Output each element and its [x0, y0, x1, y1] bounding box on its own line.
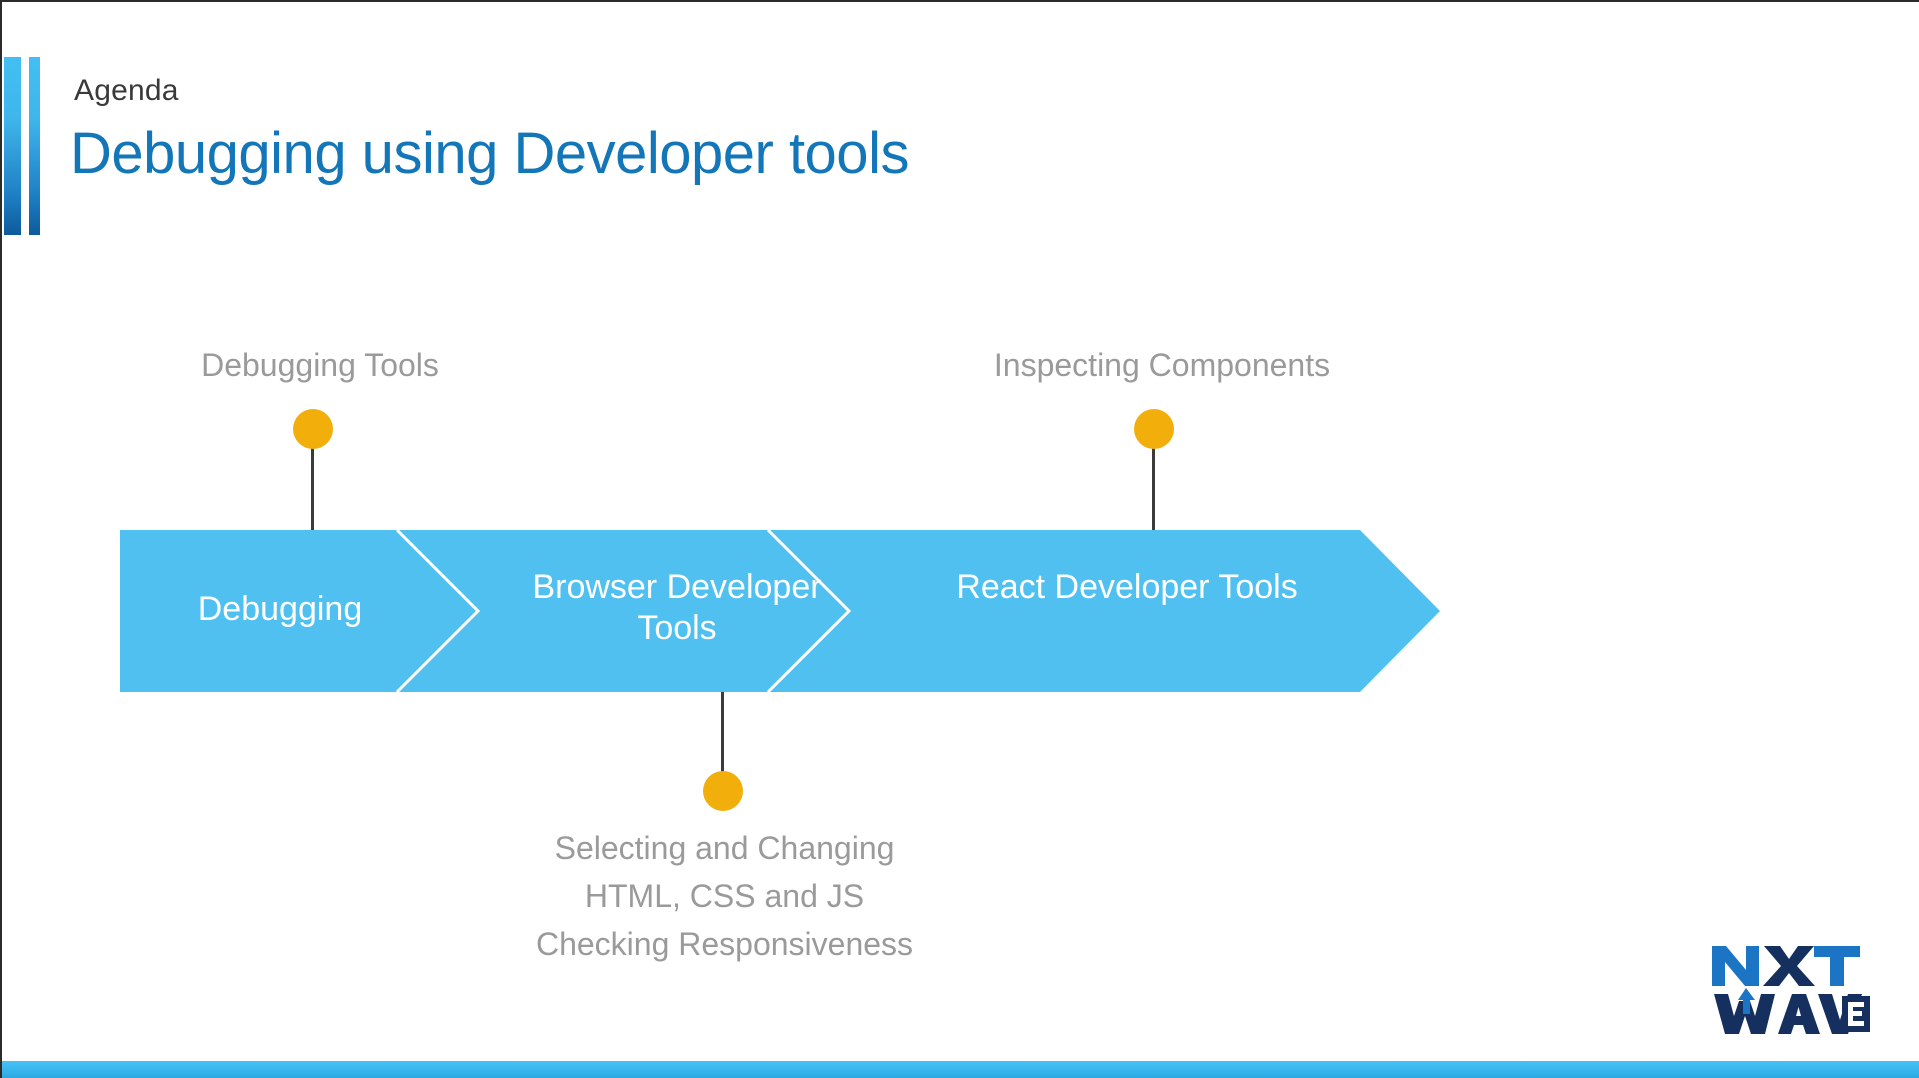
callout-bottom-line-1: Selecting and Changing	[554, 830, 895, 866]
accent-bar-wide	[4, 57, 21, 235]
footer-accent-bar	[2, 1061, 1919, 1078]
milestone-dot-right	[1134, 409, 1174, 449]
milestone-dot-bottom	[703, 771, 743, 811]
left-accent-bars	[4, 57, 44, 235]
eyebrow-label: Agenda	[74, 74, 179, 107]
process-flow-bar	[120, 530, 1440, 692]
callout-bottom-line-2: HTML, CSS and JS	[584, 878, 865, 914]
connector-line-bottom	[721, 686, 724, 786]
callout-label-bottom: Selecting and Changing HTML, CSS and JS …	[477, 824, 972, 968]
logo-nxt-wordmark	[1712, 946, 1860, 986]
milestone-dot-left	[293, 409, 333, 449]
accent-bar-narrow	[29, 57, 40, 235]
logo-wave-wordmark	[1714, 988, 1870, 1034]
nxtwave-logo	[1708, 944, 1870, 1036]
callout-label-right: Inspecting Components	[993, 347, 1331, 383]
page-title: Debugging using Developer tools	[70, 121, 909, 186]
callout-bottom-line-3: Checking Responsiveness	[535, 926, 914, 962]
connector-line-right	[1152, 442, 1155, 552]
connector-line-left	[311, 442, 314, 552]
callout-label-left: Debugging Tools	[201, 347, 439, 383]
